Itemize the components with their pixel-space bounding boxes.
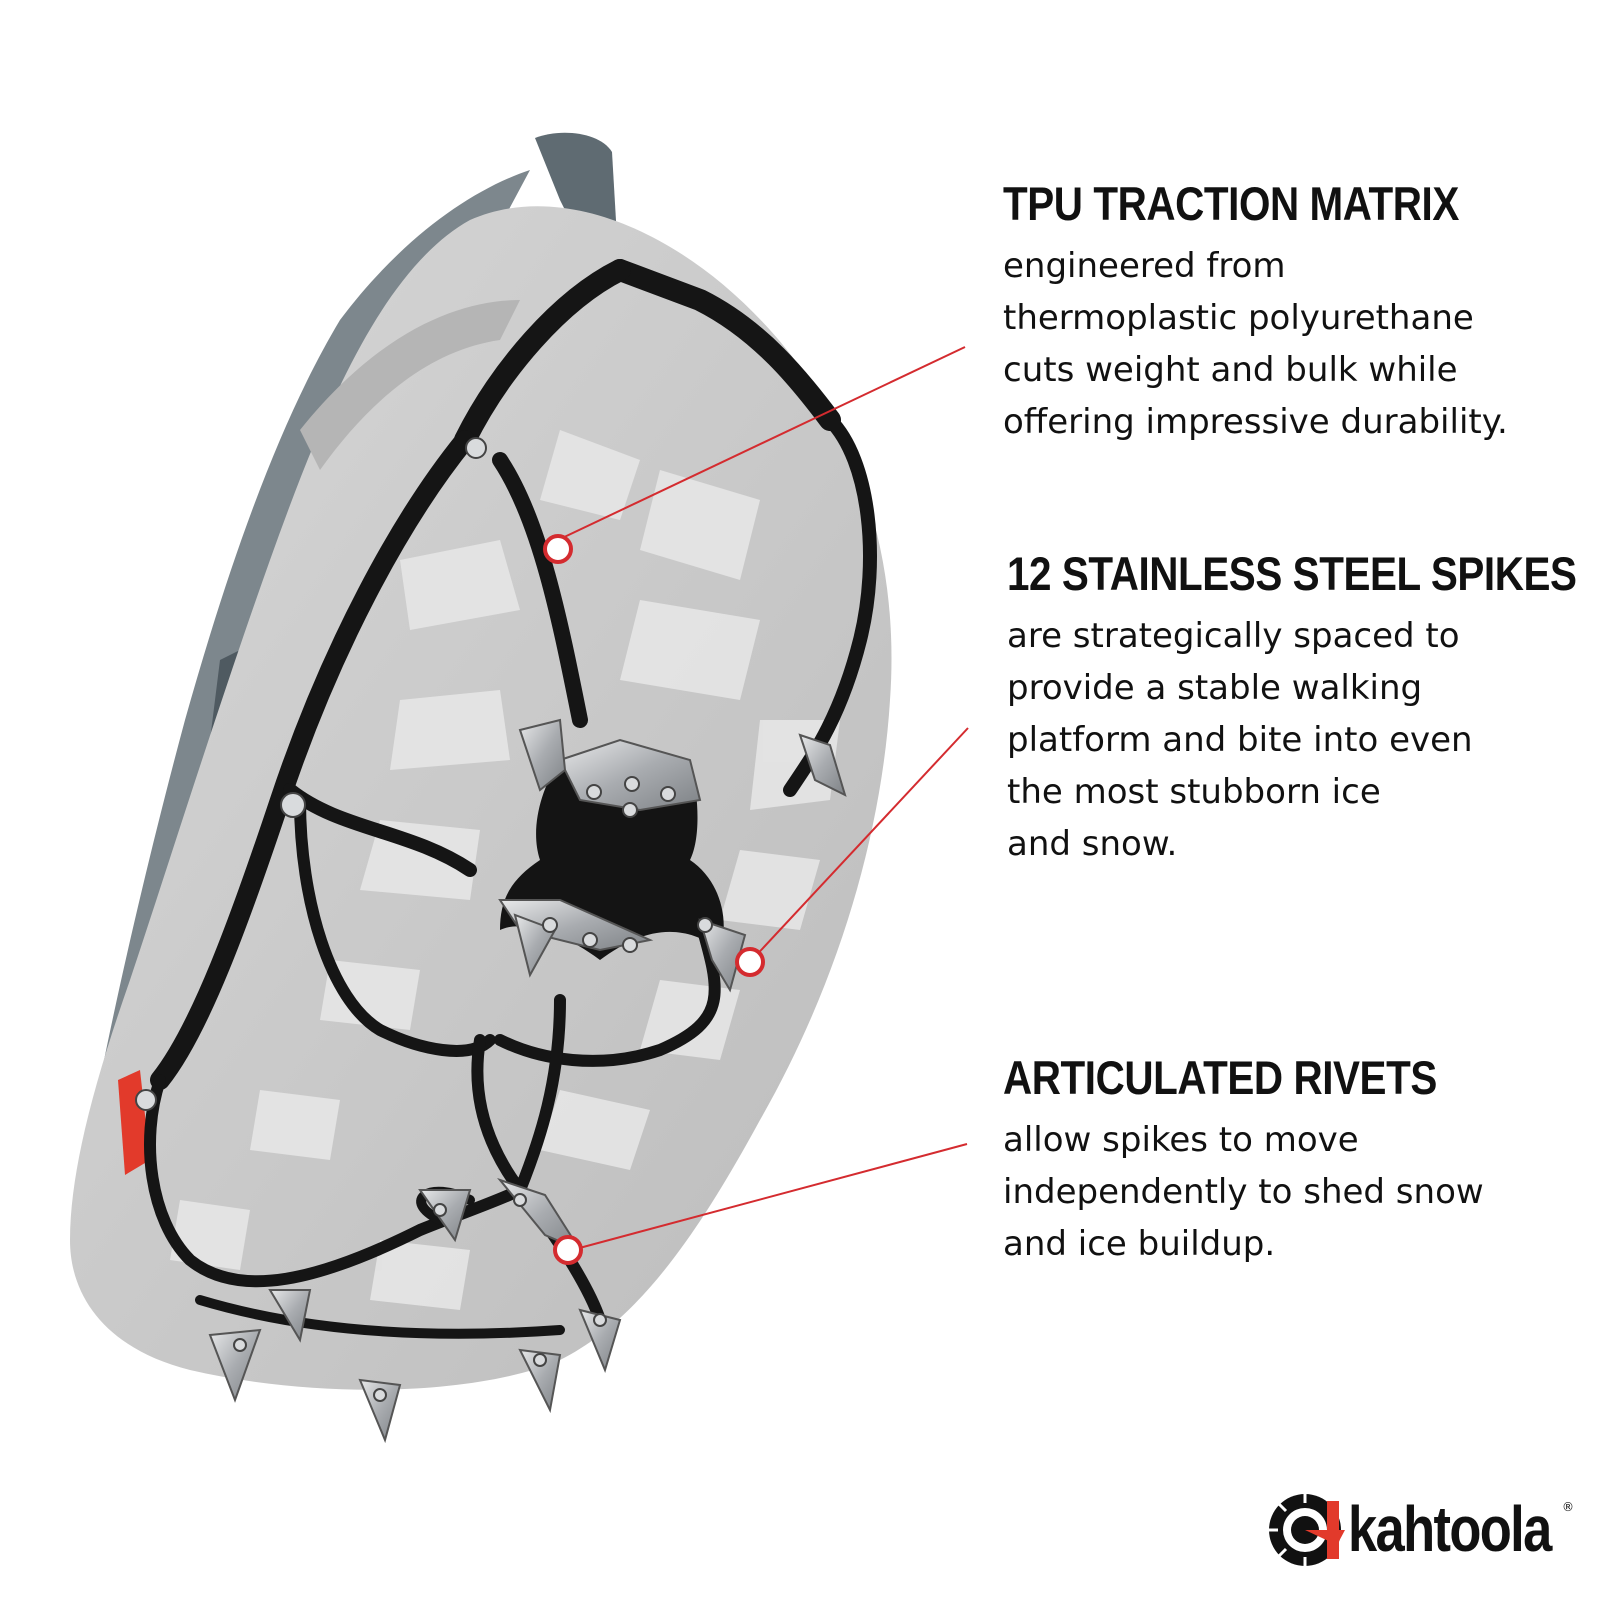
feature-steel-spikes: 12 STAINLESS STEEL SPIKES are strategica… xyxy=(1007,546,1597,870)
feature-title: 12 STAINLESS STEEL SPIKES xyxy=(1007,547,1577,600)
feature-articulated-rivets: ARTICULATED RIVETS allow spikes to move … xyxy=(1003,1050,1593,1270)
feature-description: allow spikes to move independently to sh… xyxy=(1003,1114,1593,1270)
callout-markers xyxy=(543,534,765,1265)
feature-line: are strategically spaced to xyxy=(1007,616,1460,656)
callout-marker-traction xyxy=(543,534,573,564)
brand-name: kahtoola xyxy=(1348,1493,1552,1565)
feature-line: independently to shed snow xyxy=(1003,1172,1484,1212)
feature-line: provide a stable walking xyxy=(1007,668,1423,708)
feature-title: ARTICULATED RIVETS xyxy=(1003,1051,1437,1104)
tpu-traction-harness xyxy=(144,259,877,1339)
feature-line: cuts weight and bulk while xyxy=(1003,350,1458,390)
callout-marker-rivets xyxy=(553,1235,583,1265)
callout-lines xyxy=(557,346,969,1251)
feature-line: offering impressive durability. xyxy=(1003,402,1508,442)
feature-description: are strategically spaced to provide a st… xyxy=(1007,610,1597,870)
feature-title: TPU TRACTION MATRIX xyxy=(1003,177,1459,230)
steel-spikes xyxy=(208,718,847,1444)
feature-description: engineered from thermoplastic polyuretha… xyxy=(1003,240,1593,448)
feature-traction-matrix: TPU TRACTION MATRIX engineered from ther… xyxy=(1003,176,1593,448)
feature-line: and snow. xyxy=(1007,824,1178,864)
feature-line: thermoplastic polyurethane xyxy=(1003,298,1474,338)
feature-line: platform and bite into even xyxy=(1007,720,1473,760)
rivets xyxy=(135,437,713,1402)
feature-line: and ice buildup. xyxy=(1003,1224,1276,1264)
registered-mark: ® xyxy=(1562,1500,1574,1514)
feature-line: the most stubborn ice xyxy=(1007,772,1381,812)
callout-marker-spikes xyxy=(735,947,765,977)
feature-line: allow spikes to move xyxy=(1003,1120,1359,1160)
feature-line: engineered from xyxy=(1003,246,1286,286)
kahtoola-logo-icon xyxy=(1265,1490,1345,1570)
